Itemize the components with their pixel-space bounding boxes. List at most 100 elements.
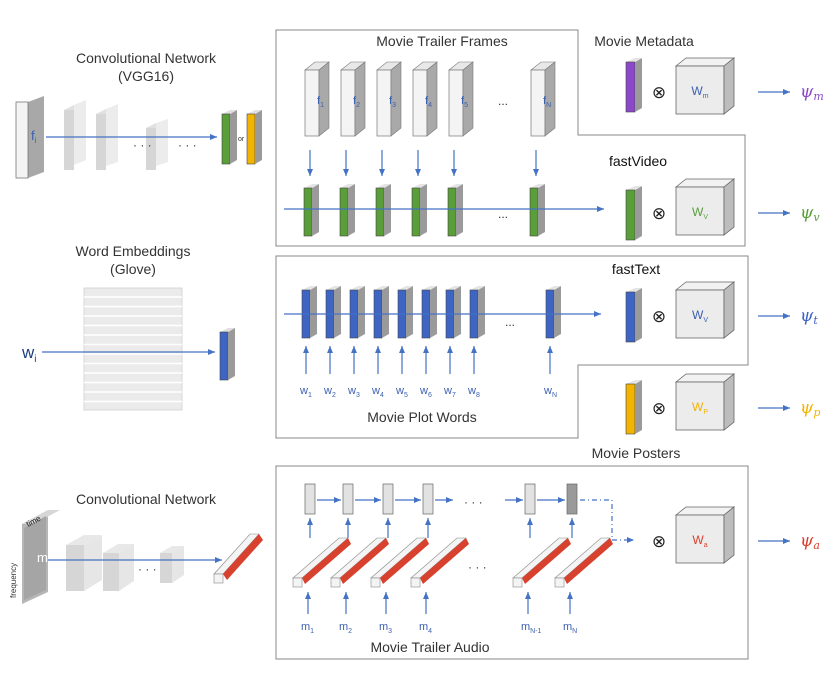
frame-label-5: f5 [461,95,468,109]
word-label-9: wN [543,385,557,399]
audio-input-label: mi [37,550,50,567]
audio-slab-6 [554,537,613,588]
text-feature-1 [301,286,317,339]
frame-4 [412,61,438,137]
otimes-audio: ⊗ [652,532,666,552]
vgg-dots-1: · · · [133,138,152,152]
blue-dots: ... [505,315,515,329]
audio-label-6: mN [563,621,577,635]
plot-words-title: Movie Plot Words [367,409,476,425]
audio-title: Movie Trailer Audio [370,639,489,655]
fasttext-title: fastText [612,261,660,277]
output-symbol-audio: ψa [800,531,820,552]
word-label-7: w7 [443,385,456,399]
word-label-8: w8 [467,385,480,399]
weight-label-audio: Wa [692,533,707,549]
frame-2 [340,61,366,137]
output-symbol-video: ψv [800,203,820,224]
text-feature-6 [421,286,437,339]
otimes-text: ⊗ [652,307,666,327]
head-feature-metadata [625,58,642,113]
audio-cell-1 [304,483,316,515]
head-feature-poster [625,380,642,435]
video-feature-3 [375,184,391,237]
frame-1 [304,61,330,137]
audio-slab-4 [410,537,469,588]
word-label-1: w1 [299,385,312,399]
frame-6 [530,61,556,137]
text-feature-5 [397,286,413,339]
fastvideo-title: fastVideo [609,153,667,169]
frame-label-6: fN [543,95,551,109]
audio-cell-5 [524,483,536,515]
audio-cell-6 [566,483,578,515]
text-feature-7 [445,286,461,339]
audio-label-2: m2 [339,621,352,635]
word-label-2: w2 [323,385,336,399]
audio-dots-top: · · · [464,495,483,509]
video-feature-4 [411,184,427,237]
word-emb-title: Word Embeddings [76,243,191,259]
frame-label-3: f3 [389,95,396,109]
audio-label-4: m4 [419,621,432,635]
glove-output-blue [219,328,235,381]
audio-label-3: m3 [379,621,392,635]
weight-box-poster [674,373,736,431]
weight-label-video: WV [692,205,708,221]
frames-group: f1 f2 f3 f4 f5 fN [304,61,556,176]
weight-box-audio [674,506,736,564]
audio-slab-2 [330,537,389,588]
frames-dots: ... [498,94,508,108]
audio-cell-2 [342,483,354,515]
video-feature-1 [303,184,319,237]
output-symbol-text: ψt [800,306,818,327]
word-label-3: w3 [347,385,360,399]
spectrogram-input [22,510,60,604]
blue-features-group [301,286,561,339]
audio-cell-3 [382,483,394,515]
text-feature-9 [545,286,561,339]
output-symbol-poster: ψp [800,398,820,419]
text-feature-2 [325,286,341,339]
audio-conv-slabs [292,537,613,614]
frames-title: Movie Trailer Frames [376,33,507,49]
text-panel-outline [275,255,749,439]
audio-dots-bottom: · · · [468,560,487,574]
audio-final-arrow [580,499,634,543]
glove-matrix [83,287,183,411]
green-features-group [303,184,545,237]
audio-label-5: mN-1 [521,621,542,635]
frame-label-2: f2 [353,95,360,109]
otimes-video: ⊗ [652,204,666,224]
frequency-label: frequency [9,563,18,598]
weight-box-text [674,281,736,339]
frame-3 [376,61,402,137]
audio-conv-layers [66,535,184,591]
frame-label-1: f1 [317,95,324,109]
weight-label-metadata: Wm [691,84,708,100]
video-feature-2 [339,184,355,237]
glove-input-label: wi [21,343,37,365]
audio-slab-5 [512,537,571,588]
metadata-title: Movie Metadata [594,33,694,49]
word-label-6: w6 [419,385,432,399]
video-feature-6 [529,184,545,237]
text-feature-3 [349,286,365,339]
audio-conv-dots: · · · [138,562,157,576]
weight-box-metadata [674,57,736,115]
or-label: or [238,136,245,143]
audio-conv-output [213,533,263,584]
audio-panel-outline [275,465,749,660]
frame-label-4: f4 [425,95,432,109]
audio-cell-4 [422,483,434,515]
weight-label-poster: WP [692,400,708,416]
video-panel-outline [275,29,746,247]
vgg-input-label: fi [31,128,37,145]
posters-title: Movie Posters [592,445,681,461]
weight-label-text: WV [692,308,708,324]
word-label-4: w4 [371,385,384,399]
